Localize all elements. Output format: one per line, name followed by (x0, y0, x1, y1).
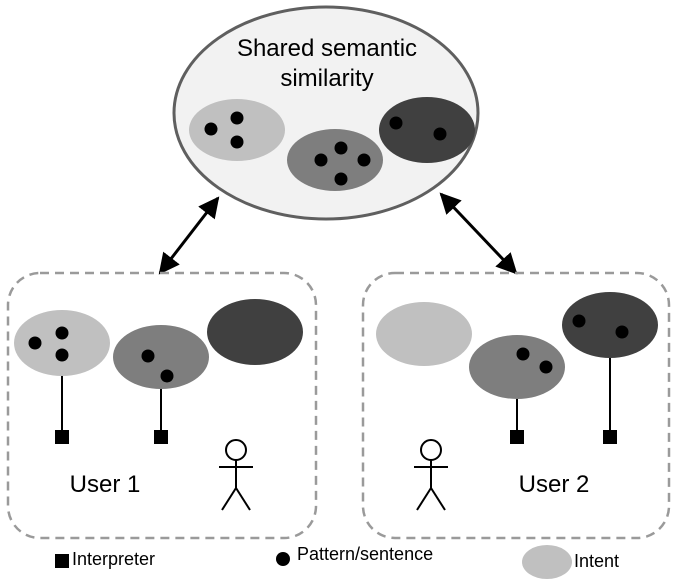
user2-intent-dark (562, 292, 658, 358)
pattern-dot (357, 153, 371, 167)
pattern-dot (204, 122, 218, 136)
shared-title-line2: similarity (280, 65, 373, 92)
user2-person-icon (414, 439, 448, 511)
pattern-dot (141, 349, 155, 363)
pattern-dot (160, 369, 174, 383)
shared-intent-dark (379, 97, 475, 163)
pattern-dot (230, 111, 244, 125)
interpreter-square (603, 430, 617, 444)
user1-label: User 1 (70, 471, 141, 498)
legend-intent-icon (522, 545, 572, 579)
pattern-dot (572, 314, 586, 328)
user1-box-group: User 1 (6, 271, 318, 540)
pattern-dot (334, 141, 348, 155)
legend-intent-label: Intent (574, 551, 619, 571)
pattern-dot (615, 325, 629, 339)
arrow-user2-shared (439, 192, 518, 275)
shared-title-line1: Shared semantic (237, 35, 417, 62)
user2-intent-medium (469, 335, 565, 399)
legend-interpreter-label: Interpreter (72, 549, 155, 569)
legend: Interpreter Pattern/sentence Intent (55, 544, 619, 579)
user1-person-icon (219, 439, 253, 511)
legend-pattern-label: Pattern/sentence (297, 544, 433, 564)
pattern-dot (516, 347, 530, 361)
pattern-dot (28, 336, 42, 350)
user1-intent-dark (207, 299, 303, 365)
shared-intent-light (189, 99, 285, 161)
user2-label: User 2 (519, 471, 590, 498)
shared-intent-medium (287, 129, 383, 191)
pattern-dot (433, 127, 447, 141)
interpreter-square (154, 430, 168, 444)
pattern-dot (314, 153, 328, 167)
pattern-dot (55, 326, 69, 340)
pattern-dot (230, 135, 244, 149)
shared-similarity-ellipse (172, 5, 480, 221)
pattern-dot (539, 360, 553, 374)
user2-intent-light (376, 302, 472, 366)
user2-box-group: User 2 (361, 271, 671, 540)
legend-pattern-icon (276, 552, 290, 566)
pattern-dot (389, 116, 403, 130)
arrow-user1-shared (158, 196, 220, 275)
legend-interpreter-icon (55, 554, 69, 568)
interpreter-square (510, 430, 524, 444)
interpreter-square (55, 430, 69, 444)
user1-box (6, 271, 318, 540)
user1-intent-medium (113, 325, 209, 389)
shared-similarity-group: Shared semantic similarity (172, 5, 480, 221)
user1-intent-light (14, 310, 110, 376)
user2-box (361, 271, 671, 540)
pattern-dot (55, 348, 69, 362)
pattern-dot (334, 172, 348, 186)
